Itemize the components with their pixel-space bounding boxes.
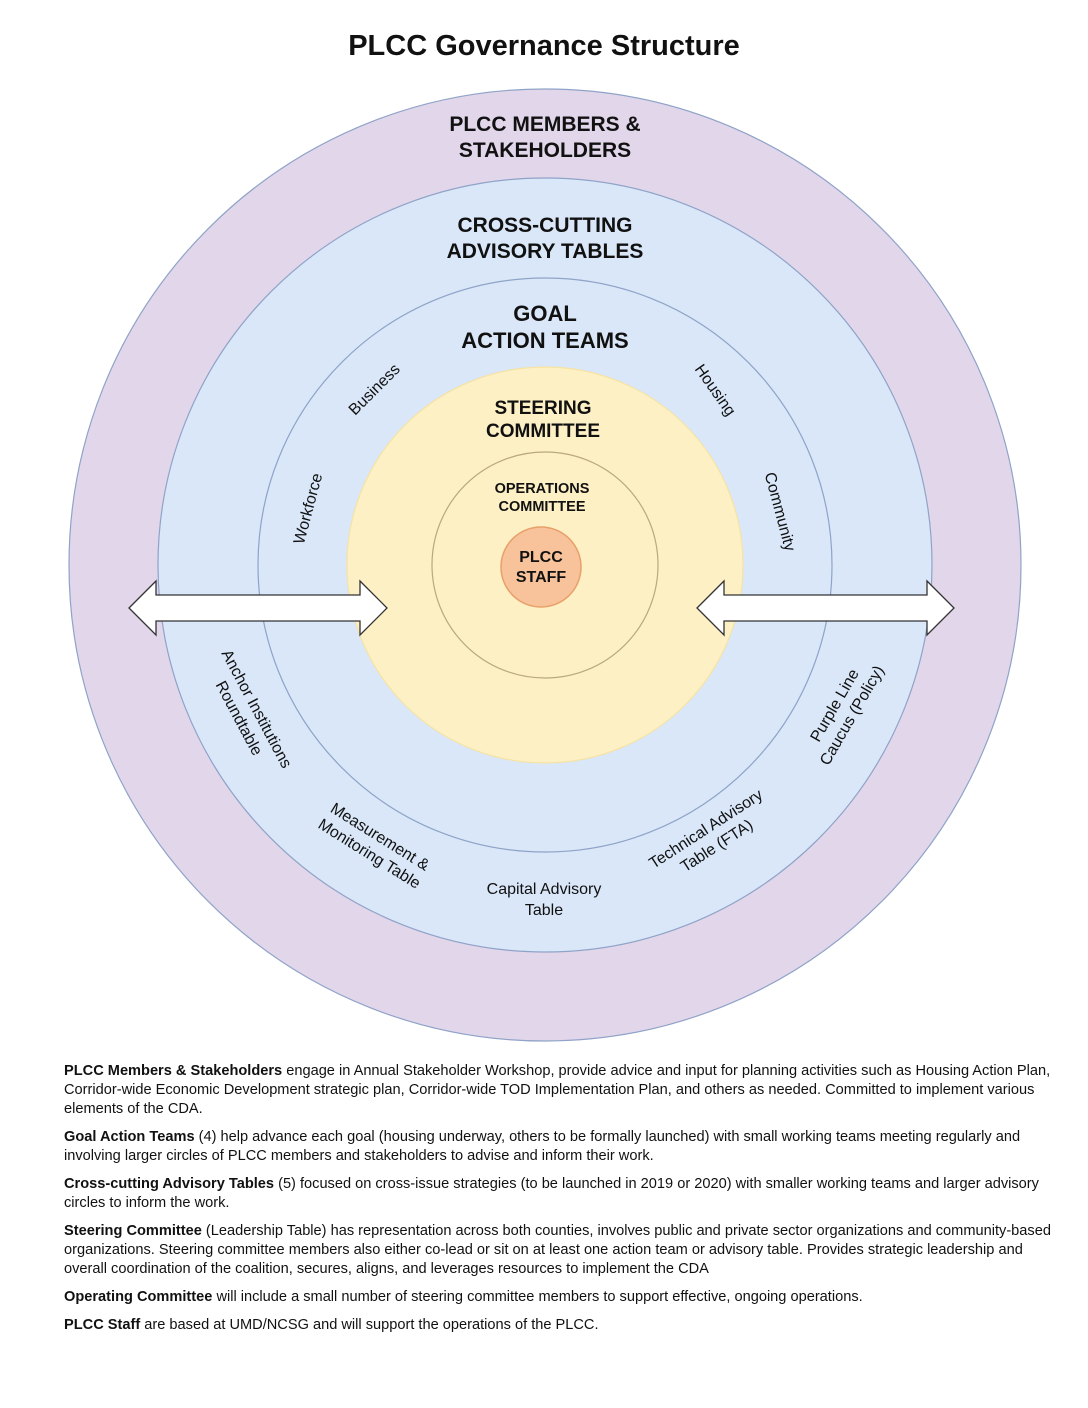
advisory-table-capital: Capital Advisory Table bbox=[487, 881, 602, 919]
description-text: will include a small number of steering … bbox=[212, 1289, 863, 1305]
steering-title-line1: STEERING bbox=[494, 398, 591, 419]
descriptions: PLCC Members & Stakeholders engage in An… bbox=[64, 1062, 1064, 1344]
capital-line2: Table bbox=[525, 902, 563, 919]
description-term: Operating Committee bbox=[64, 1289, 213, 1305]
staff-circle bbox=[500, 526, 582, 608]
description-text: (5) focused on cross-issue strategies (t… bbox=[64, 1176, 1039, 1211]
right-double-arrow bbox=[696, 579, 955, 637]
description-staff: PLCC Staff are based at UMD/NCSG and wil… bbox=[64, 1316, 1064, 1335]
staff-title-line1: PLCC bbox=[519, 549, 563, 566]
advisory-title-line2: ADVISORY TABLES bbox=[447, 240, 644, 263]
members-title-line1: PLCC MEMBERS & bbox=[449, 113, 640, 136]
description-steering: Steering Committee (Leadership Table) ha… bbox=[64, 1222, 1064, 1279]
goal-title-line2: ACTION TEAMS bbox=[461, 328, 628, 353]
governance-diagram: PLCC MEMBERS & STAKEHOLDERS CROSS-CUTTIN… bbox=[68, 88, 1022, 1042]
left-double-arrow bbox=[128, 579, 388, 637]
description-term: Goal Action Teams bbox=[64, 1129, 195, 1145]
description-term: PLCC Staff bbox=[64, 1317, 141, 1333]
description-operating: Operating Committee will include a small… bbox=[64, 1288, 1064, 1307]
staff-title-line2: STAFF bbox=[516, 569, 567, 586]
description-term: Cross-cutting Advisory Tables bbox=[64, 1176, 275, 1192]
goal-title-line1: GOAL bbox=[513, 301, 577, 326]
description-text: engage in Annual Stakeholder Workshop, p… bbox=[64, 1063, 1051, 1117]
members-title-line2: STAKEHOLDERS bbox=[459, 139, 631, 162]
operations-title-line1: OPERATIONS bbox=[495, 481, 590, 497]
description-goal-teams: Goal Action Teams (4) help advance each … bbox=[64, 1128, 1064, 1166]
capital-line1: Capital Advisory bbox=[487, 881, 602, 898]
description-text: (4) help advance each goal (housing unde… bbox=[64, 1129, 1021, 1164]
operations-title-line2: COMMITTEE bbox=[499, 499, 586, 515]
description-members: PLCC Members & Stakeholders engage in An… bbox=[64, 1062, 1064, 1119]
description-term: Steering Committee bbox=[64, 1223, 202, 1239]
description-text: (Leadership Table) has representation ac… bbox=[64, 1223, 1051, 1277]
page-title: PLCC Governance Structure bbox=[348, 30, 740, 62]
advisory-title-line1: CROSS-CUTTING bbox=[458, 214, 633, 237]
description-term: PLCC Members & Stakeholders bbox=[64, 1063, 283, 1079]
steering-title-line2: COMMITTEE bbox=[486, 421, 600, 442]
description-text: are based at UMD/NCSG and will support t… bbox=[140, 1317, 599, 1333]
description-advisory-tables: Cross-cutting Advisory Tables (5) focuse… bbox=[64, 1175, 1064, 1213]
